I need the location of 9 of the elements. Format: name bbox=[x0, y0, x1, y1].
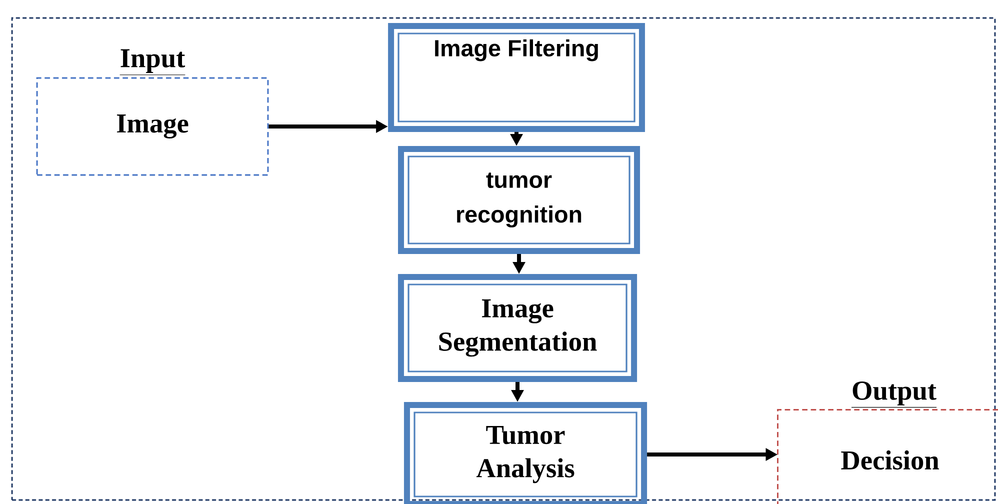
process-box: Image Filtering bbox=[388, 23, 645, 132]
process-box: Image Segmentation bbox=[398, 274, 638, 382]
box-heading: Input bbox=[120, 49, 186, 76]
input-box: Image bbox=[36, 77, 269, 176]
process-box: tumor recognition bbox=[398, 146, 640, 254]
box-heading: Output bbox=[851, 382, 937, 408]
frame-box bbox=[11, 17, 996, 501]
process-box: Tumor Analysis bbox=[404, 402, 648, 504]
output-box: Decision bbox=[777, 408, 998, 504]
